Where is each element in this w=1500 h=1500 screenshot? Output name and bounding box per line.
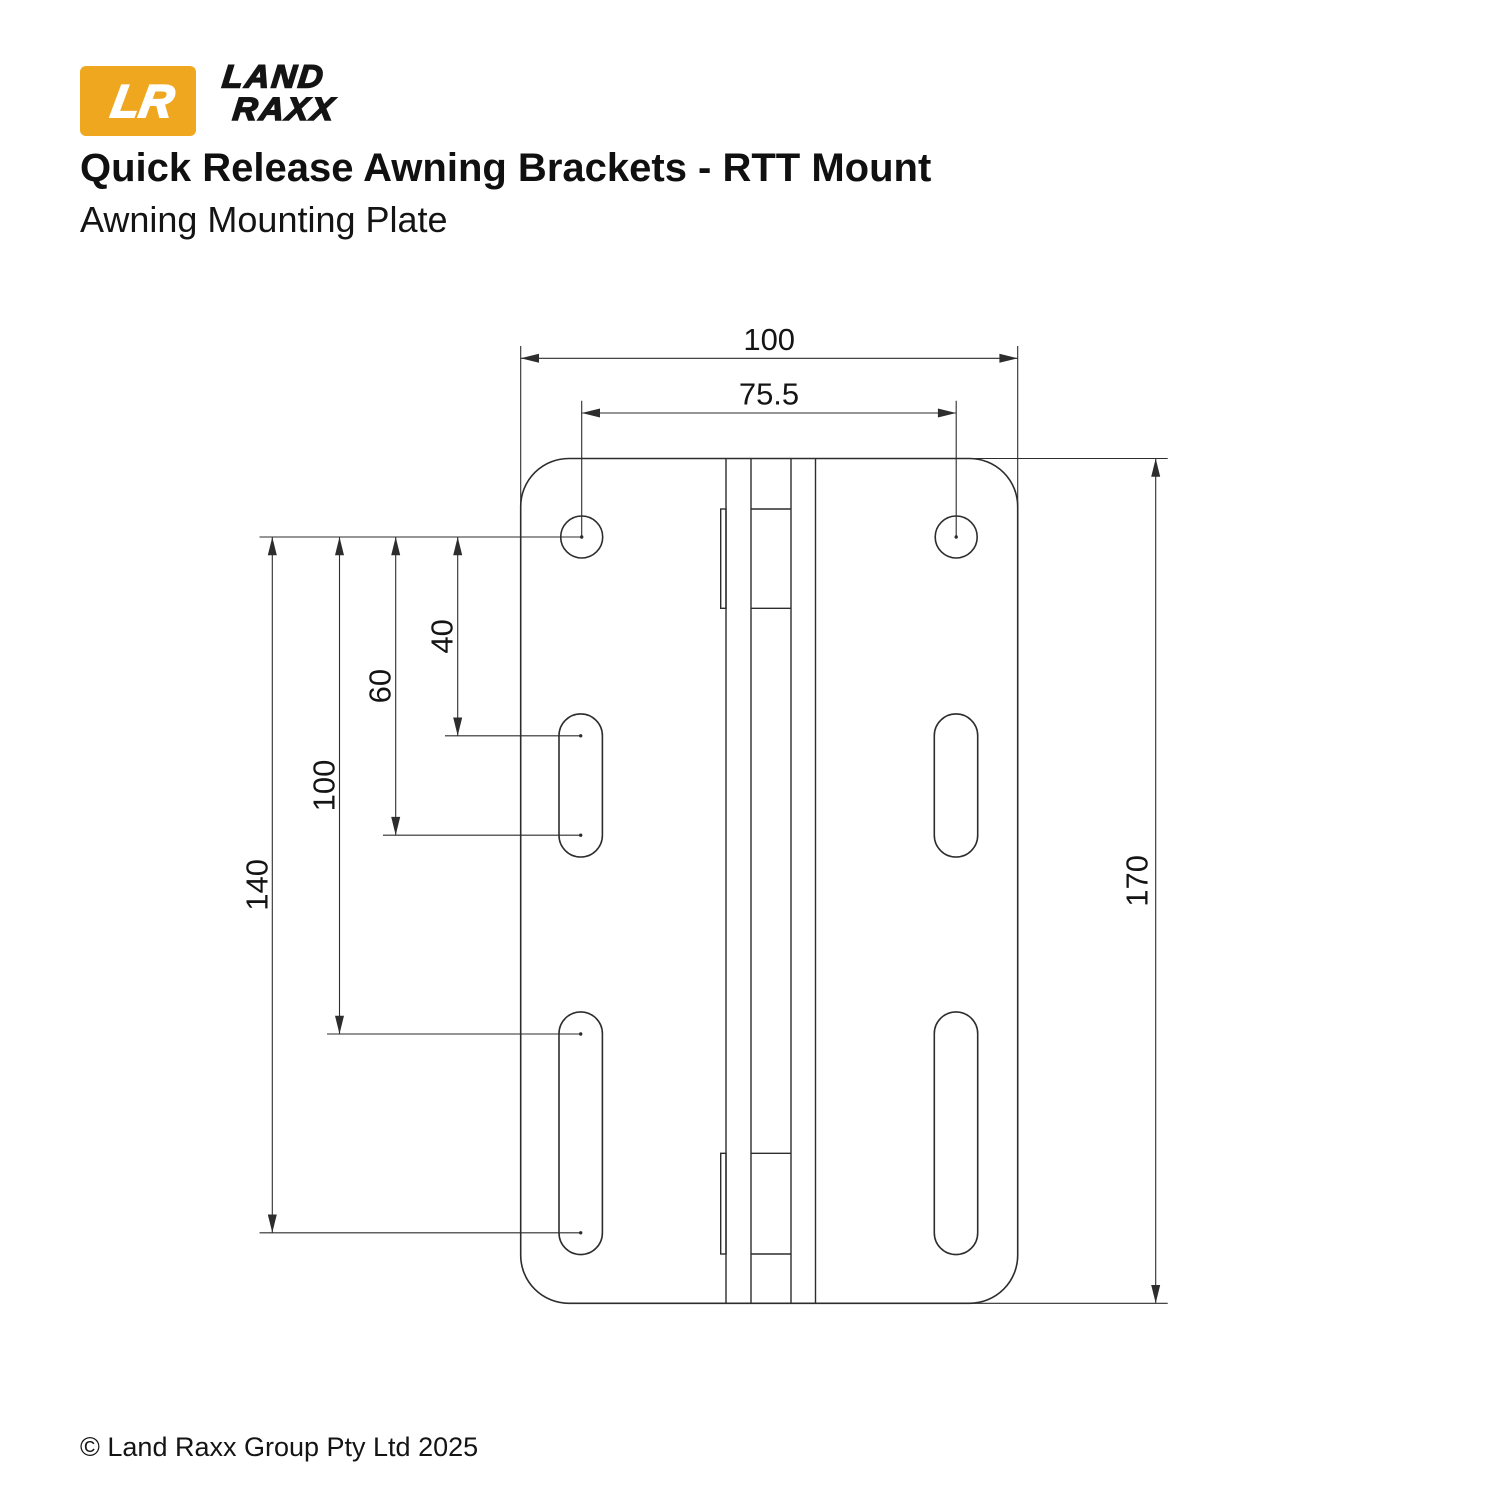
page-title: Quick Release Awning Brackets - RTT Moun… [80, 146, 932, 190]
arrowhead-up [335, 537, 344, 556]
dimension-label-140: 140 [239, 859, 274, 911]
arrowhead-left [520, 353, 539, 363]
slot-lower-right [933, 1011, 979, 1256]
dimension-overall-width: 100 [520, 322, 1019, 508]
brand-logo: LR [80, 66, 196, 136]
arrowhead-up [267, 537, 277, 556]
arrowhead-down [1151, 1285, 1161, 1304]
arrowhead-right [937, 408, 957, 418]
dimension-overall-height: 170 [968, 457, 1168, 1304]
arrowhead-up [453, 537, 463, 556]
arrowhead-left [581, 408, 600, 418]
arrowhead-down [391, 816, 401, 836]
arrowhead-right [999, 353, 1018, 363]
copyright-text: © Land Raxx Group Pty Ltd 2025 [80, 1432, 479, 1462]
arrowhead-down [335, 1015, 344, 1034]
channel-bottom-tab [720, 1152, 727, 1255]
dimensions-left-stack: 140 100 60 40 [239, 536, 582, 1234]
dimension-label-40: 40 [425, 619, 460, 653]
arrowhead-down [453, 717, 463, 736]
arrowhead-up [391, 537, 401, 556]
slot-upper-left [558, 713, 604, 858]
dimension-label-170: 170 [1120, 855, 1155, 907]
plate-view [519, 457, 1019, 1305]
plate-outline [519, 457, 1019, 1305]
logo-background [80, 66, 196, 136]
dimension-label-overall-width: 100 [743, 322, 795, 357]
dimension-label-60: 60 [363, 669, 398, 703]
arrowhead-up [1151, 458, 1161, 477]
page-subtitle: Awning Mounting Plate [80, 199, 448, 240]
dimension-label-hole-spacing: 75.5 [739, 377, 799, 412]
slot-lower-left [558, 1011, 604, 1256]
logo-monogram: LR [108, 75, 179, 127]
dimension-hole-spacing: 75.5 [581, 377, 957, 537]
channel-top-tab [720, 508, 727, 610]
dimension-label-100: 100 [307, 760, 342, 812]
slot-upper-right [933, 713, 979, 858]
arrowhead-down [267, 1214, 277, 1233]
